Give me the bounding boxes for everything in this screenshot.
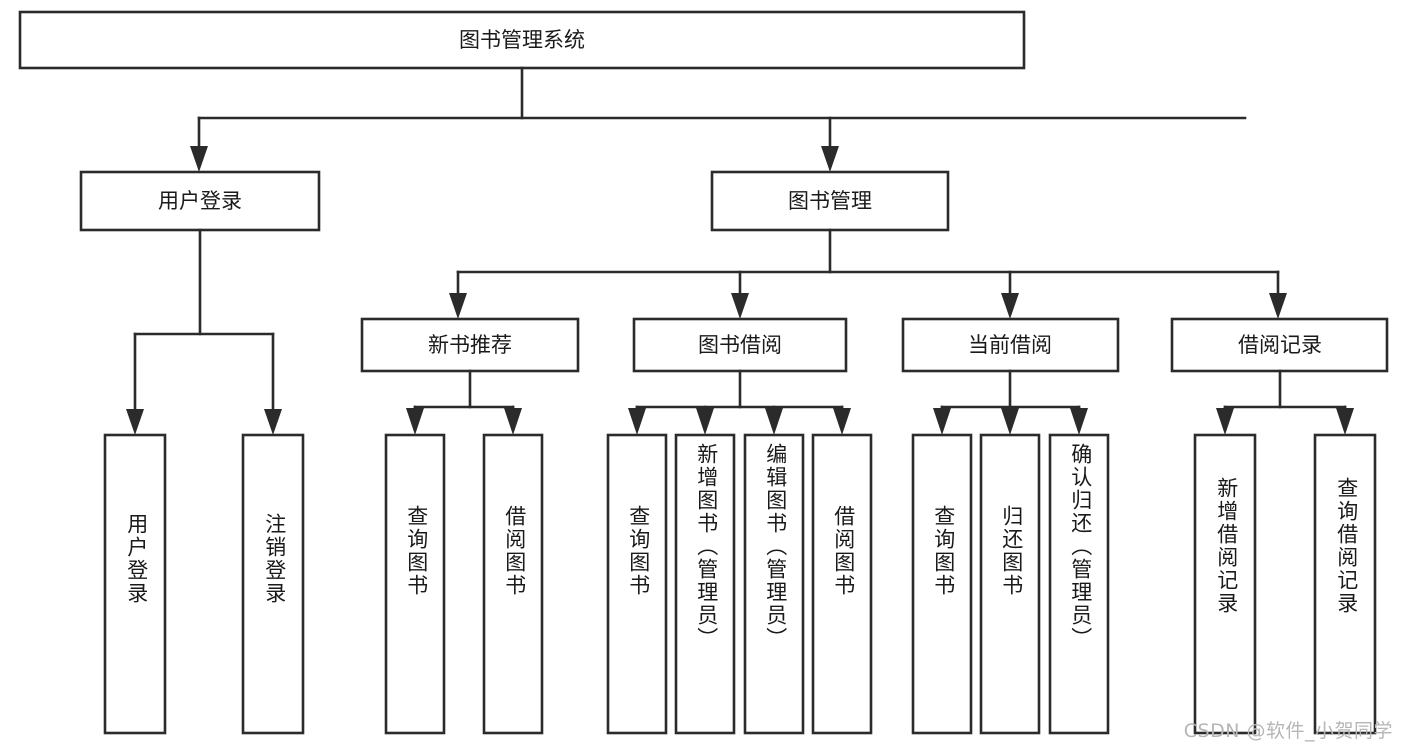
leaf-box-edit-book[interactable] xyxy=(743,433,805,735)
arrow-head-leaf-query-record xyxy=(1336,408,1354,435)
node-label-user-login: 用户登录 xyxy=(158,189,242,213)
node-current-borrow[interactable]: 当前借阅 xyxy=(901,317,1120,373)
arrow-head-leaf-add-book xyxy=(696,408,714,435)
node-label-book-borrow: 图书借阅 xyxy=(698,333,782,357)
arrow-head-leaf-borrow-book-2 xyxy=(833,408,851,435)
node-user-login[interactable]: 用户登录 xyxy=(79,170,321,232)
node-new-book-recommend[interactable]: 新书推荐 xyxy=(360,317,580,373)
arrow-head-user-login xyxy=(190,146,208,172)
connector-root-to-level2 xyxy=(190,66,1247,172)
arrow-head-leaf-query-book-2 xyxy=(628,408,646,435)
node-label-book-manage: 图书管理 xyxy=(788,189,872,213)
leaf-box-add-book[interactable] xyxy=(674,433,736,735)
node-label-new-book-recommend: 新书推荐 xyxy=(428,333,512,357)
arrow-head-leaf-query-book-1 xyxy=(406,408,424,435)
arrow-head-leaf-query-book-3 xyxy=(933,408,951,435)
leaf-boxes xyxy=(103,433,1377,735)
arrow-head-leaf-edit-book xyxy=(765,408,783,435)
node-label-root: 图书管理系统 xyxy=(459,28,585,52)
arrow-head-borrow-record xyxy=(1269,293,1287,319)
leaf-box-query-book-3[interactable] xyxy=(911,433,973,735)
leaf-box-query-book-1[interactable] xyxy=(384,433,446,735)
node-label-borrow-record: 借阅记录 xyxy=(1238,333,1322,357)
arrow-head-current-borrow xyxy=(1001,293,1019,319)
arrow-head-leaf-borrow-book-1 xyxy=(504,408,522,435)
node-book-manage[interactable]: 图书管理 xyxy=(710,170,950,232)
connector-new-book-recommend-to-leaves xyxy=(406,369,522,435)
arrow-head-leaf-user-login xyxy=(126,409,144,435)
leaf-box-query-record[interactable] xyxy=(1313,433,1377,735)
leaf-box-user-login[interactable] xyxy=(103,433,167,735)
arrow-head-new-book-recommend xyxy=(449,293,467,319)
node-book-management-system[interactable]: 图书管理系统 xyxy=(18,10,1026,70)
arrow-head-book-borrow xyxy=(731,293,749,319)
node-label-current-borrow: 当前借阅 xyxy=(968,333,1052,357)
watermark-text: CSDN @软件_小贺同学 xyxy=(1183,720,1393,742)
arrow-head-leaf-logout-login xyxy=(264,409,282,435)
node-book-borrow[interactable]: 图书借阅 xyxy=(632,317,848,373)
leaf-box-return-book[interactable] xyxy=(979,433,1041,735)
arrow-head-leaf-confirm-return xyxy=(1070,408,1088,435)
leaf-box-add-record[interactable] xyxy=(1193,433,1257,735)
node-box-current-borrow xyxy=(901,317,1120,373)
connector-book-borrow-to-leaves xyxy=(628,369,851,435)
connector-book-manage-to-level3 xyxy=(449,228,1287,319)
node-box-user-login xyxy=(79,170,321,232)
leaf-box-borrow-book-2[interactable] xyxy=(811,433,873,735)
leaf-box-borrow-book-1[interactable] xyxy=(482,433,544,735)
arrow-head-leaf-return-book xyxy=(1001,408,1019,435)
connector-user-login-to-leaves xyxy=(126,228,282,435)
connector-current-borrow-to-leaves xyxy=(933,369,1088,435)
leaf-box-query-book-2[interactable] xyxy=(606,433,668,735)
connector-borrow-record-to-leaves xyxy=(1216,369,1354,435)
arrow-head-book-manage xyxy=(821,146,839,172)
leaf-box-confirm-return[interactable] xyxy=(1048,433,1110,735)
node-borrow-record[interactable]: 借阅记录 xyxy=(1170,317,1389,373)
leaf-box-logout-login[interactable] xyxy=(241,433,305,735)
arrow-head-leaf-add-record xyxy=(1216,408,1234,435)
node-box-root xyxy=(18,10,1026,70)
node-box-new-book-recommend xyxy=(360,317,580,373)
